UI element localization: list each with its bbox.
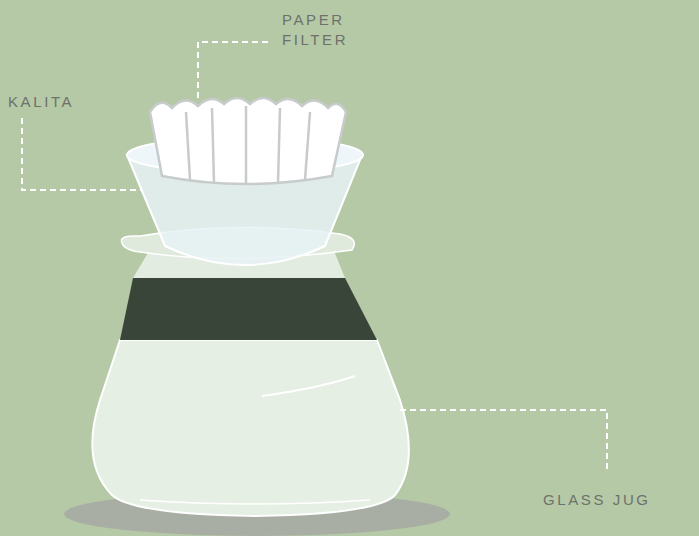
- part-label: KALITA: [8, 92, 128, 112]
- part-label: PAPER FILTER: [282, 10, 382, 50]
- jug-body: [92, 340, 409, 516]
- jug-band: [120, 278, 377, 340]
- paper-filter: [150, 98, 346, 184]
- filter-pleats: [186, 106, 310, 185]
- leader-line: [22, 42, 607, 472]
- jug-highlight: [140, 500, 370, 504]
- part-label: GLASS JUG: [543, 490, 699, 510]
- jug-highlight: [262, 376, 355, 396]
